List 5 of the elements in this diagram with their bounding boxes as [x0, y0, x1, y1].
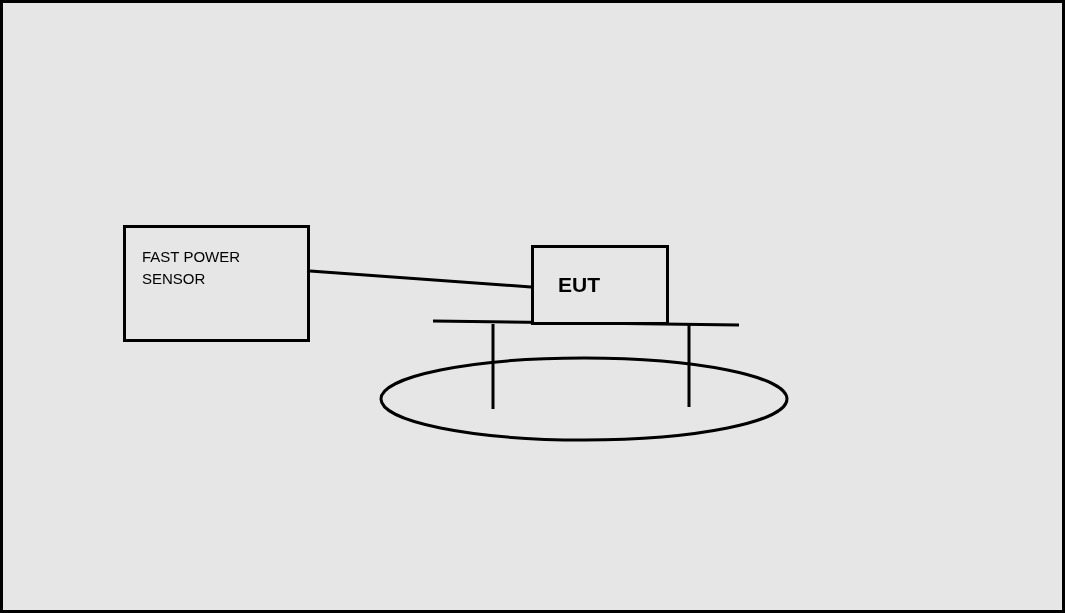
eut-box	[531, 245, 669, 325]
cable-line	[309, 269, 532, 289]
eut-label: EUT	[558, 272, 601, 298]
sensor-box	[123, 225, 310, 342]
sensor-label: FAST POWER SENSOR	[142, 247, 242, 289]
